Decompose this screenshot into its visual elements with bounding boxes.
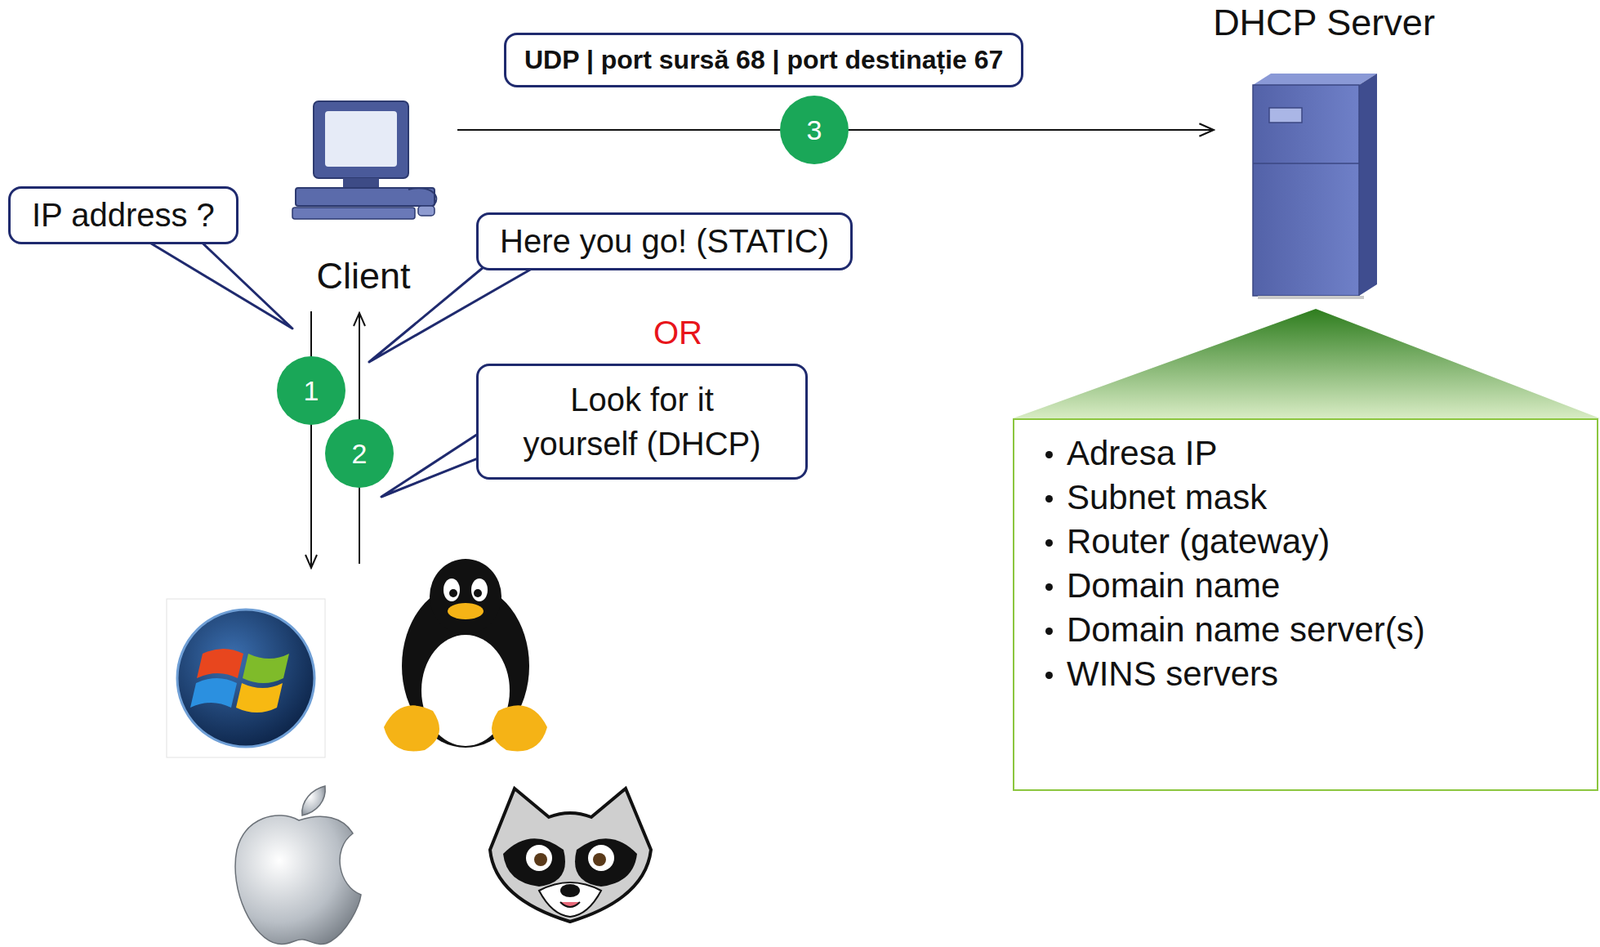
request-arrow	[310, 311, 312, 568]
server-icon	[1252, 73, 1378, 299]
windows-logo	[166, 598, 326, 758]
callout-tail	[141, 237, 293, 329]
alternative-label: OR	[653, 314, 703, 352]
list-item: Subnet mask	[1042, 475, 1581, 520]
node-label: DHCP Server	[1212, 1, 1436, 45]
list-item: Domain name server(s)	[1042, 607, 1581, 652]
speech-callout: Here you go! (STATIC)	[476, 212, 853, 271]
client-node: Client	[269, 93, 458, 298]
step-number: 1	[276, 356, 346, 425]
apple-logo	[235, 785, 362, 945]
node-label: Client	[316, 254, 411, 298]
protocol-callout: UDP | port sursă 68 | port destinație 67	[503, 32, 1024, 88]
node-label: IP address ?	[31, 196, 215, 234]
parameter-list: Adresa IPSubnet maskRouter (gateway)Doma…	[1012, 418, 1599, 791]
speech-callout: IP address ?	[8, 186, 239, 245]
callout-number: 1	[303, 374, 320, 407]
list-item: Domain name	[1042, 563, 1581, 608]
step-number: 2	[325, 418, 394, 488]
callout-tail	[381, 430, 483, 497]
detail-fan	[1012, 308, 1600, 419]
node-label: UDP | port sursă 68 | port destinație 67	[524, 44, 1003, 76]
list-item: Router (gateway)	[1042, 519, 1581, 564]
callout-number: 3	[806, 114, 823, 147]
speech-callout: Look for it yourself (DHCP)	[476, 363, 808, 480]
raccoon-logo	[490, 788, 651, 922]
computer-icon	[292, 101, 437, 219]
server-node: DHCP Server	[1213, 1, 1435, 298]
list-item: WINS servers	[1042, 651, 1581, 696]
step-number: 3	[779, 95, 849, 165]
list-item: Adresa IP	[1042, 431, 1581, 476]
tux-logo	[383, 558, 548, 751]
node-label: Here you go! (STATIC)	[499, 222, 829, 260]
callout-number: 2	[352, 437, 368, 470]
node-label: Look for it yourself (DHCP)	[516, 377, 768, 466]
